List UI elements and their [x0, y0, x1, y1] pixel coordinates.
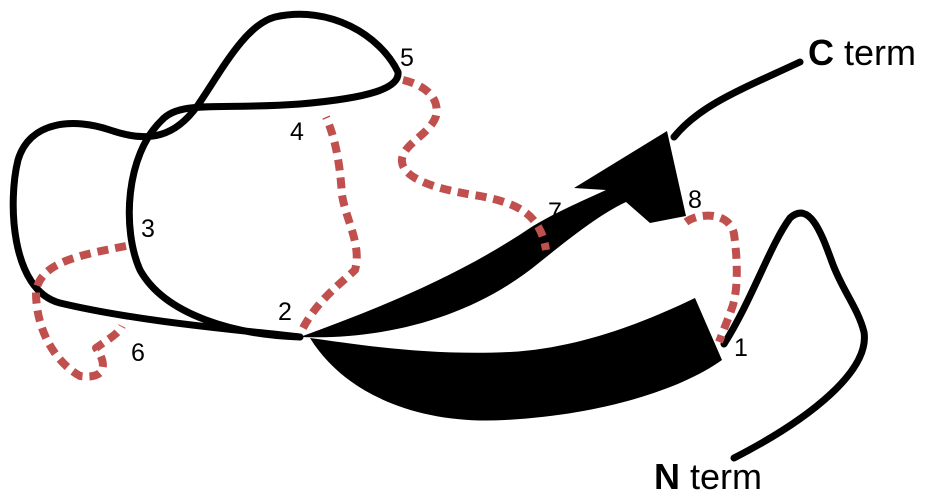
- beta-strand-arrow: [300, 131, 686, 338]
- n-terminus-label: N term: [654, 456, 762, 497]
- backbone-c-tail: [670, 58, 804, 141]
- cysteine-label-1: 1: [734, 334, 748, 362]
- disulfide-link-5-7: [398, 76, 550, 251]
- disulfide-link-3-6: [32, 242, 127, 381]
- cysteine-label-2: 2: [278, 298, 292, 326]
- cysteine-label-5: 5: [400, 44, 414, 72]
- c-terminus-label: C term: [808, 32, 916, 73]
- backbone-n-tail: [720, 209, 868, 462]
- cysteine-label-8: 8: [688, 186, 702, 214]
- beta-strand-lower: [310, 298, 722, 421]
- disulfide-link-2-4: [299, 115, 361, 330]
- cysteine-label-7: 7: [548, 198, 562, 226]
- backbone-loop: [9, 10, 402, 341]
- cysteine-label-3: 3: [141, 215, 155, 243]
- disulfide-link-8-1: [683, 211, 741, 344]
- cysteine-label-4: 4: [290, 118, 304, 146]
- cysteine-label-6: 6: [131, 339, 145, 367]
